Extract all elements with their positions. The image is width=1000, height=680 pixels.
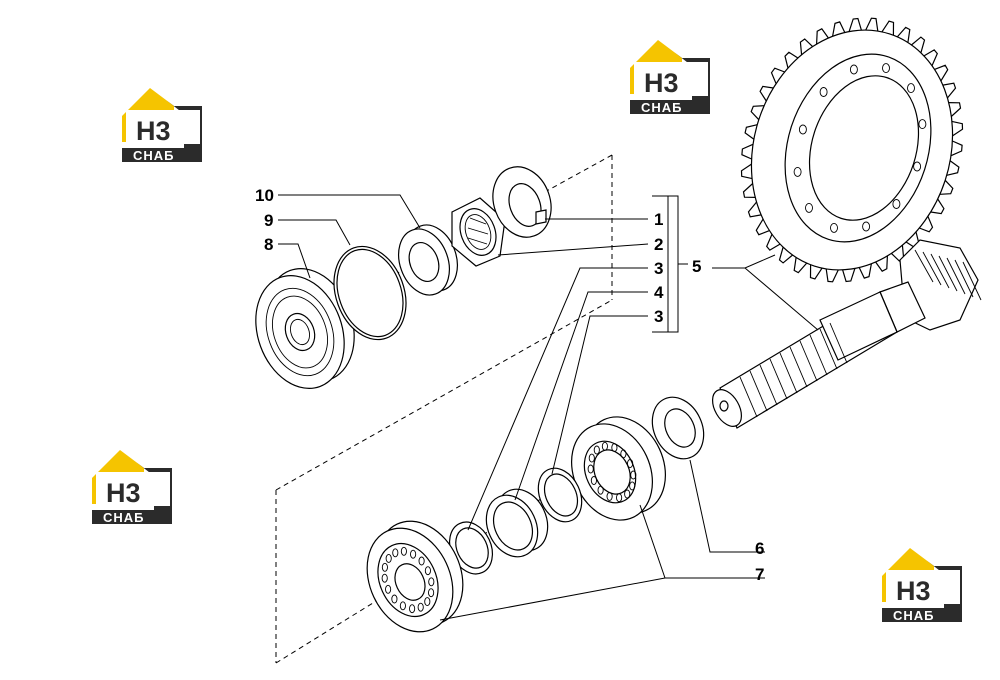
watermark-logo: H3 СНАБ <box>882 548 962 623</box>
spacer-ring-3-upper <box>537 467 583 523</box>
callout-5: 5 <box>692 257 701 276</box>
ring-gear <box>740 17 964 283</box>
seal-ring <box>398 224 458 296</box>
callout-4: 4 <box>654 283 664 302</box>
spacer-sleeve-4 <box>485 488 549 558</box>
callout-bracket <box>652 195 688 333</box>
callout-3-upper: 3 <box>654 259 663 278</box>
leader-lines <box>278 194 819 621</box>
pinion-shaft <box>711 239 982 429</box>
tapered-roller-bearing-outer <box>366 520 464 633</box>
logo-h3-text: H3 <box>644 68 679 98</box>
logo-band-text: СНАБ <box>133 148 175 163</box>
callout-6: 6 <box>755 539 764 558</box>
callout-8: 8 <box>264 235 273 254</box>
callout-9: 9 <box>264 211 273 230</box>
thrust-washer <box>651 396 705 460</box>
ring-gear-bolt-holes <box>793 63 927 233</box>
tapered-roller-bearing-inner <box>570 416 667 521</box>
callout-1: 1 <box>654 210 663 229</box>
o-ring <box>333 245 407 341</box>
callout-10: 10 <box>255 186 274 205</box>
watermark-logo: H3 СНАБ <box>92 450 172 525</box>
callout-2: 2 <box>654 235 663 254</box>
spacer-ring-3-lower <box>448 521 494 575</box>
callout-3-lower: 3 <box>654 307 663 326</box>
logo-h3-text: H3 <box>106 478 141 508</box>
watermark-logo: H3 СНАБ <box>122 88 202 163</box>
shaft-splines <box>739 322 848 418</box>
lock-washer <box>492 166 552 238</box>
flange-hub <box>255 268 355 389</box>
watermark-logo: H3 СНАБ <box>630 40 710 115</box>
logo-h3-text: H3 <box>896 576 931 606</box>
logo-band-text: СНАБ <box>103 510 145 525</box>
logo-h3-text: H3 <box>136 116 171 146</box>
callout-7: 7 <box>755 565 764 584</box>
logo-band-text: СНАБ <box>641 100 683 115</box>
logo-band-text: СНАБ <box>893 608 935 623</box>
slotted-nut <box>451 197 506 267</box>
callout-labels: 1 2 3 4 3 5 6 7 8 9 10 <box>255 186 764 584</box>
